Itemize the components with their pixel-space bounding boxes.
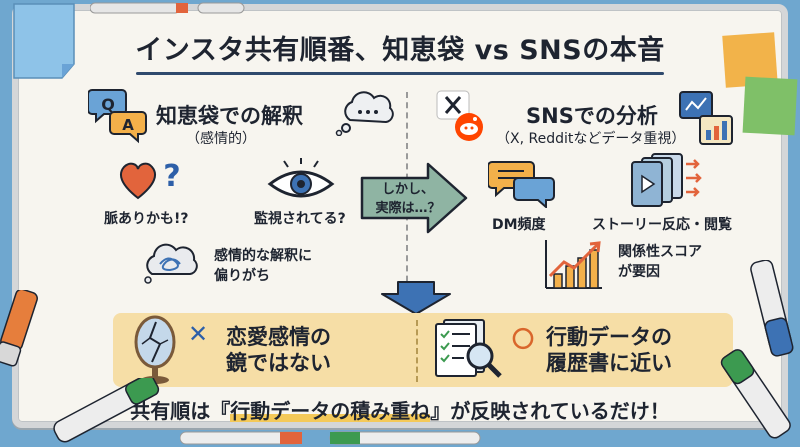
x-logo-icon <box>436 90 470 124</box>
chat-bubbles-icon <box>487 158 556 212</box>
whiteboard: インスタ共有順番、知恵袋 vs SNSの本音 Q A 知恵袋での解釈 （感情的）… <box>12 4 788 428</box>
tangled-cloud-icon <box>138 238 204 290</box>
right-item-1-label: DM頻度 <box>492 217 546 233</box>
left-item-2-label: 監視されてる? <box>254 211 346 227</box>
transition-arrow: しかし、 実際は…？ <box>358 160 470 236</box>
marker-green-left <box>40 373 180 447</box>
arrow-line-2: 実際は…？ <box>375 201 441 216</box>
story-cards-icon <box>626 150 706 212</box>
marker-orange <box>0 288 50 374</box>
right-item-3-text: 関係性スコア が要因 <box>618 242 702 282</box>
right-item-3-line1: 関係性スコア <box>618 244 702 260</box>
left-heading: 知恵袋での解釈 <box>156 104 303 128</box>
title-underline <box>136 72 664 75</box>
arrow-line-1: しかし、 <box>381 182 434 197</box>
document-magnifier-icon <box>430 316 506 386</box>
right-heading: SNSでの分析 <box>526 104 658 128</box>
left-item-1-label: 脈ありかも!? <box>104 211 189 227</box>
left-item-3-text: 感情的な解釈に 偏りがち <box>214 246 312 286</box>
conclusion-before: 共有順は『 <box>130 399 231 423</box>
arrow-text: しかし、 実際は…？ <box>368 180 448 218</box>
right-subheading: （X, Redditなどデータ重視） <box>496 131 686 147</box>
right-conclusion-line2: 履歴書に近い <box>546 351 672 375</box>
circle-mark: 〇 <box>512 328 535 353</box>
left-subheading: （感情的） <box>186 131 256 147</box>
svg-text:A: A <box>122 116 134 134</box>
conclusion-highlight: 行動データの積み重ね <box>230 399 431 423</box>
right-conclusion-line1: 行動データの <box>546 325 672 349</box>
marker-green-right <box>720 340 800 447</box>
left-item-3-line2: 偏りがち <box>214 268 270 284</box>
left-conclusion: 恋愛感情の 鏡ではない <box>226 324 331 376</box>
final-conclusion: 共有順は『行動データの積み重ね』が反映されているだけ！ <box>18 395 782 423</box>
svg-text:?: ? <box>163 159 180 194</box>
panel-divider <box>416 320 418 382</box>
thought-cloud-icon <box>334 90 398 140</box>
left-item-3-line1: 感情的な解釈に <box>214 248 312 264</box>
right-item-3-line2: が要因 <box>618 264 660 280</box>
right-conclusion: 行動データの 履歴書に近い <box>546 324 672 376</box>
sticky-notes-colored <box>720 30 800 144</box>
reddit-logo-icon <box>454 112 484 146</box>
analytics-icon <box>678 90 734 150</box>
left-conclusion-line1: 恋愛感情の <box>226 325 331 349</box>
left-conclusion-line2: 鏡ではない <box>226 351 331 375</box>
right-item-2-label: ストーリー反応・閲覧 <box>592 217 732 233</box>
conclusion-after: 』が反映されているだけ！ <box>430 399 670 423</box>
cross-mark: ✕ <box>188 320 209 348</box>
growth-chart-icon <box>542 236 606 296</box>
top-markers <box>89 0 250 19</box>
sticky-note-blue <box>12 2 82 86</box>
conclusion-panel <box>113 313 733 387</box>
qa-bubbles-icon: Q A <box>87 84 148 148</box>
tray-markers <box>179 430 500 447</box>
marker-blue-right <box>742 259 800 374</box>
heart-question-icon: ? <box>116 156 188 206</box>
page-title: インスタ共有順番、知恵袋 vs SNSの本音 <box>135 35 665 66</box>
down-arrow <box>380 280 452 316</box>
svg-text:Q: Q <box>101 95 115 114</box>
eye-icon <box>266 156 336 204</box>
